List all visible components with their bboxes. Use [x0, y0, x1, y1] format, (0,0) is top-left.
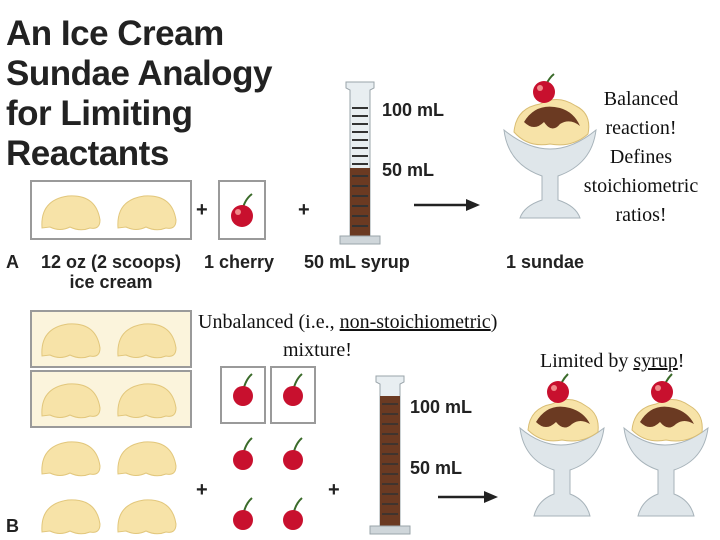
sundae-icon — [520, 374, 604, 516]
ice-cream-scoops-b — [30, 310, 192, 540]
note-text: Unbalanced (i.e., — [198, 311, 340, 333]
ice-cream-label-line-2: ice cream — [30, 272, 192, 292]
reaction-arrow-icon — [438, 490, 498, 504]
plus-sign: + — [196, 200, 208, 220]
panel-marker-b: B — [6, 516, 19, 536]
cherry-icon — [233, 374, 253, 406]
note-line: stoichiometric — [566, 172, 716, 201]
title-line-2: Sundae Analogy — [6, 54, 336, 94]
plus-sign: + — [328, 480, 340, 500]
note-unbalanced: Unbalanced (i.e., non-stoichiometric) — [198, 309, 497, 335]
cylinder-mark-100ml: 100 mL — [382, 100, 444, 120]
scoop-icon — [42, 500, 100, 534]
diagram-title: An Ice Cream Sundae Analogy for Limiting… — [6, 14, 336, 174]
cherry-icon — [283, 374, 303, 406]
note-underlined-term: syrup — [633, 350, 677, 372]
note-text: ) — [491, 311, 498, 333]
note-line: Balanced — [566, 85, 716, 114]
note-text: ! — [678, 350, 685, 372]
scoop-icon — [118, 500, 176, 534]
title-line-3: for Limiting — [6, 94, 336, 134]
scoop-icon — [42, 442, 100, 476]
cherry-icon — [283, 498, 303, 530]
cherry-icon — [233, 438, 253, 470]
scoop-icon — [118, 384, 176, 418]
title-line-4: Reactants — [6, 134, 336, 174]
scoop-icon — [42, 196, 100, 230]
cherry-label: 1 cherry — [204, 252, 274, 272]
plus-sign: + — [298, 200, 310, 220]
note-line: ratios! — [566, 201, 716, 230]
ice-cream-scoops-a — [30, 180, 192, 240]
ice-cream-label-line-1: 12 oz (2 scoops) — [30, 252, 192, 272]
cherries-b — [220, 366, 320, 540]
reaction-arrow-icon — [414, 198, 480, 212]
scoop-icon — [42, 324, 100, 358]
cherry-icon — [283, 438, 303, 470]
cylinder-mark-100ml: 100 mL — [410, 397, 472, 417]
note-unbalanced-line-2: mixture! — [283, 337, 352, 363]
note-text: Limited by — [540, 350, 633, 372]
note-underlined-term: non-stoichiometric — [340, 311, 491, 333]
note-balanced: Balanced reaction! Defines stoichiometri… — [566, 85, 716, 230]
sundaes-b — [516, 370, 716, 536]
cylinder-mark-50ml: 50 mL — [410, 458, 462, 478]
sundae-label: 1 sundae — [506, 252, 584, 272]
panel-marker-a: A — [6, 252, 19, 272]
note-line: Defines — [566, 143, 716, 172]
plus-sign: + — [196, 480, 208, 500]
scoop-icon — [42, 384, 100, 418]
scoop-icon — [118, 324, 176, 358]
note-line: reaction! — [566, 114, 716, 143]
sundae-icon — [624, 374, 708, 516]
ice-cream-label-a: 12 oz (2 scoops) ice cream — [30, 252, 192, 292]
syrup-label: 50 mL syrup — [304, 252, 410, 272]
cherry-icon — [218, 180, 266, 240]
graduated-cylinder-a — [330, 78, 390, 248]
cylinder-mark-50ml: 50 mL — [382, 160, 434, 180]
title-line-1: An Ice Cream — [6, 14, 336, 54]
cherry-icon — [233, 498, 253, 530]
scoop-icon — [118, 196, 176, 230]
scoop-icon — [118, 442, 176, 476]
